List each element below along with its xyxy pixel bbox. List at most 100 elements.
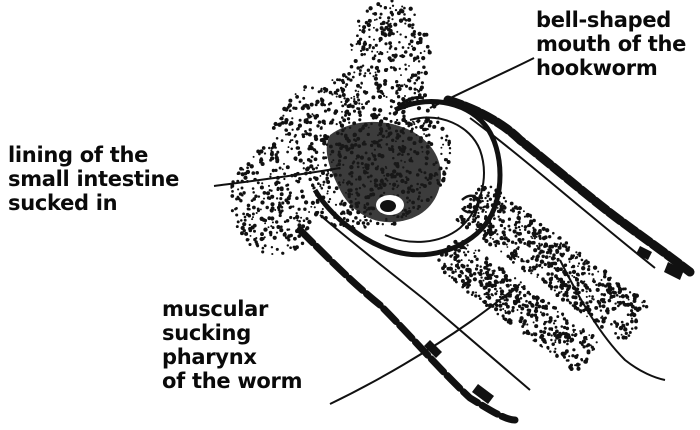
stipple-dot [397, 122, 401, 126]
stipple-dot [372, 75, 374, 77]
stipple-dot [572, 348, 575, 351]
label-line: mouth of the [536, 32, 686, 56]
stipple-dot [291, 129, 293, 131]
stipple-dot [512, 306, 515, 309]
stipple-dot [421, 72, 423, 74]
stipple-dot [479, 297, 482, 300]
stipple-dot [314, 137, 318, 141]
stipple-dot [282, 168, 284, 170]
stipple-dot [252, 187, 255, 190]
stipple-dot [347, 72, 351, 76]
stipple-dot [317, 182, 320, 185]
stipple-dot [428, 134, 431, 137]
stipple-dot [478, 212, 480, 214]
stipple-dot [602, 317, 606, 321]
stipple-dot [426, 109, 430, 113]
stipple-dot [393, 66, 396, 69]
stipple-dot [576, 307, 580, 311]
stipple-dot [400, 74, 402, 76]
label-line: bell-shaped [536, 8, 686, 32]
stipple-dot [499, 236, 503, 240]
stipple-dot [353, 71, 355, 73]
stipple-dot [395, 9, 397, 11]
stipple-dot [520, 307, 524, 311]
stipple-dot [561, 313, 564, 316]
stipple-dot [545, 281, 548, 284]
stipple-dot [534, 237, 536, 239]
stipple-dot [303, 89, 305, 91]
stipple-dot [539, 330, 542, 333]
stipple-dot [597, 300, 600, 303]
stipple-dot [244, 232, 248, 236]
stipple-dot [432, 125, 436, 129]
stipple-dot [612, 290, 616, 294]
stipple-dot [613, 321, 616, 324]
stipple-dot [487, 283, 491, 287]
label-line: sucking [162, 321, 302, 345]
stipple-dot [248, 243, 251, 246]
stipple-dot [617, 336, 620, 339]
stipple-dot [545, 255, 549, 259]
stipple-dot [574, 364, 576, 366]
stipple-dot [252, 191, 255, 194]
stipple-dot [373, 27, 375, 29]
stipple-dot [484, 239, 488, 243]
stipple-dot [554, 289, 556, 291]
stipple-dot [448, 275, 450, 277]
stipple-dot [391, 86, 394, 89]
stipple-dot [625, 332, 628, 335]
stipple-dot [281, 252, 283, 254]
stipple-dot [404, 51, 406, 53]
stipple-dot [391, 18, 393, 20]
stipple-dot [289, 121, 293, 125]
stipple-dot [581, 289, 584, 292]
stipple-dot [329, 198, 331, 200]
stipple-dot [296, 146, 300, 150]
stipple-dot [624, 287, 627, 290]
stipple-dot [544, 263, 547, 266]
stipple-dot [341, 210, 345, 214]
stipple-dot [572, 324, 575, 327]
stipple-dot [411, 23, 414, 26]
stipple-dot [286, 165, 290, 169]
stipple-dot [492, 238, 494, 240]
stipple-dot [491, 270, 493, 272]
leader-line-mouth [430, 58, 534, 108]
stipple-dot [296, 143, 298, 145]
stipple-dot [555, 326, 558, 329]
stipple-dot [271, 147, 274, 150]
stipple-dot [304, 133, 306, 135]
stipple-dot [287, 244, 289, 246]
stipple-dot [518, 218, 520, 220]
stipple-dot [437, 258, 440, 261]
stipple-dot [351, 105, 355, 109]
stipple-dot [231, 190, 234, 193]
stipple-dot [375, 72, 377, 74]
stipple-dot [320, 184, 322, 186]
stipple-dot [426, 45, 430, 49]
stipple-dot [359, 29, 361, 31]
stipple-dot [629, 331, 632, 334]
stipple-dot [359, 66, 361, 68]
stipple-dot [335, 204, 337, 206]
stipple-dot [289, 216, 292, 219]
stipple-dot [517, 309, 519, 311]
stipple-dot [570, 258, 572, 260]
stipple-dot [376, 18, 378, 20]
stipple-dot [583, 272, 586, 275]
stipple-dot [414, 92, 417, 95]
stipple-dot [253, 238, 256, 241]
stipple-dot [537, 305, 541, 309]
stipple-dot [404, 63, 406, 65]
stipple-dot [287, 196, 291, 200]
stipple-dot [310, 142, 314, 146]
stipple-dot [260, 157, 263, 160]
stipple-dot [376, 51, 378, 53]
stipple-dot [282, 115, 284, 117]
stipple-dot [603, 269, 607, 273]
stipple-dot [508, 228, 511, 231]
stipple-dot [545, 307, 548, 310]
stipple-dot [466, 244, 468, 246]
stipple-dot [295, 93, 297, 95]
stipple-dot [535, 258, 539, 262]
